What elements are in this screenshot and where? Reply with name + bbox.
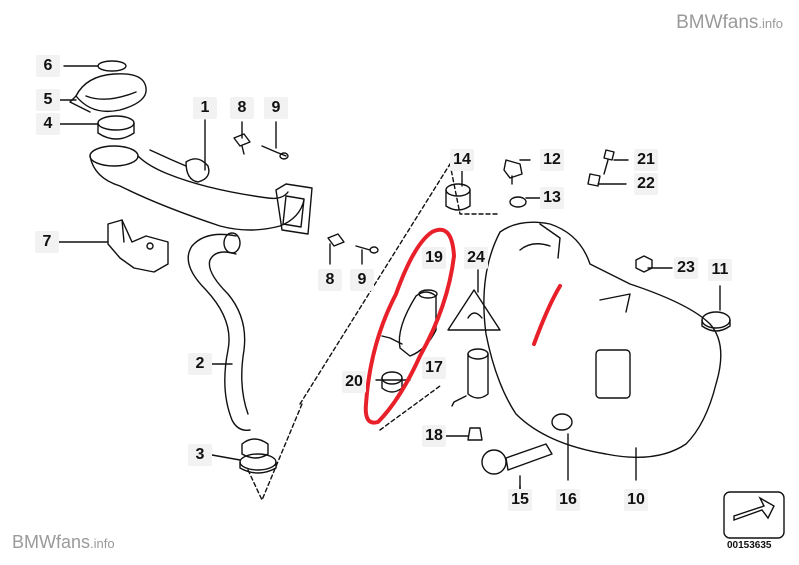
- part-24-label: 24: [464, 247, 488, 269]
- part-12-label: 12: [540, 149, 564, 171]
- red-markup: [363, 227, 562, 425]
- watermark-top: BMWfans.info: [676, 12, 783, 34]
- part-23-label: 23: [674, 257, 698, 279]
- leader-lines: [247, 163, 501, 501]
- part-2-label: 2: [188, 353, 212, 375]
- part-16-label: 16: [556, 489, 580, 511]
- red-pointer-stroke: [532, 284, 562, 346]
- grommet-part-18: [467, 427, 483, 441]
- grommet-part-3: [239, 438, 277, 474]
- nut-part-23: [635, 255, 653, 273]
- part-15-label: 15: [508, 489, 532, 511]
- part-17-label: 17: [422, 357, 446, 379]
- part-8-label-bottom: 8: [318, 269, 342, 291]
- part-10-label: 10: [624, 489, 648, 511]
- part-9-label-top: 9: [264, 97, 288, 119]
- footer-logo-arrow: [723, 491, 785, 539]
- part-21-label: 21: [634, 149, 658, 171]
- pump-part-19: [381, 289, 438, 357]
- watermark-site: BMWfans: [676, 12, 759, 33]
- part-9-label-bottom: 9: [350, 269, 374, 291]
- seal-part-13: [509, 196, 527, 208]
- part-22-label: 22: [634, 173, 658, 195]
- part-6-label: 6: [36, 55, 60, 77]
- screw-part-21: [603, 149, 615, 175]
- pump-part-17: [451, 348, 489, 407]
- connector-part-12: [503, 159, 523, 185]
- part-11-label: 11: [708, 259, 732, 281]
- label-leaders: [57, 65, 721, 491]
- sensor-part-15: [481, 443, 553, 491]
- filler-neck-part-1: [89, 119, 313, 235]
- warning-label-part-24: [447, 289, 501, 331]
- hose-part-2: [187, 232, 251, 431]
- part-7-label: 7: [35, 231, 59, 253]
- grommet-part-20: [381, 371, 403, 393]
- clip-part-22: [587, 173, 601, 187]
- grommet-part-14: [445, 183, 471, 211]
- part-20-label: 20: [342, 371, 366, 393]
- bracket-part-7: [107, 219, 169, 273]
- cap-part-5: [69, 73, 147, 113]
- part-13-label: 13: [540, 187, 564, 209]
- part-3-label: 3: [188, 444, 212, 466]
- part-19-label: 19: [422, 247, 446, 269]
- screws-top-8-9: [233, 133, 289, 160]
- screws-bottom-8-9: [327, 233, 379, 254]
- part-8-label-top: 8: [230, 97, 254, 119]
- part-1-label: 1: [193, 97, 217, 119]
- tank-part-10: [483, 221, 722, 481]
- gasket-part-6: [97, 60, 127, 72]
- ring-part-4: [97, 115, 135, 140]
- part-14-label: 14: [450, 149, 474, 171]
- watermark-site: BMWfans: [12, 532, 91, 552]
- part-5-label: 5: [36, 89, 60, 111]
- part-4-label: 4: [36, 113, 60, 135]
- diagram-code: 00153635: [727, 540, 772, 551]
- grommet-part-11: [701, 311, 731, 332]
- red-circle-around-pump: [363, 227, 456, 425]
- part-18-label: 18: [422, 425, 446, 447]
- grommet-part-16: [551, 413, 573, 481]
- watermark-bottom: BMWfans.info: [12, 532, 115, 553]
- watermark-tld: .info: [758, 16, 783, 31]
- watermark-tld: .info: [90, 536, 115, 551]
